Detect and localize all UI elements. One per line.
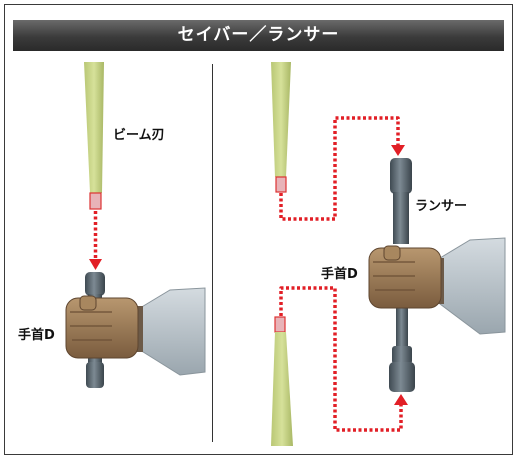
right-hand-label: 手首D: [321, 267, 358, 282]
left-arm: [133, 287, 206, 376]
lancer-label: ランサー: [415, 199, 468, 214]
right-lancer-staff: [389, 158, 415, 392]
left-hand-label: 手首D: [18, 328, 55, 343]
left-beam-blade: [84, 62, 104, 210]
right-arm: [434, 237, 506, 335]
header-bar: セイバー／ランサー: [13, 20, 504, 51]
panel-divider: [212, 64, 213, 442]
left-hand: [65, 295, 139, 359]
right-hand: [368, 245, 442, 309]
left-connection-arrow: [89, 211, 102, 270]
right-bottom-connection-arrow: [279, 286, 408, 432]
right-top-connection-arrow: [279, 116, 405, 221]
beam-blade-label: ビーム刃: [113, 128, 165, 143]
right-beam-blade-top: [271, 62, 291, 193]
right-beam-blade-bottom: [271, 316, 293, 446]
header-title: セイバー／ランサー: [177, 25, 340, 45]
